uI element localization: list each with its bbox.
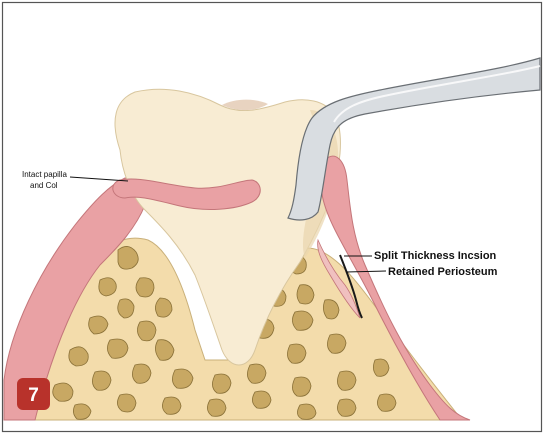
adjacent-tooth <box>222 99 268 111</box>
bone-spot <box>73 403 92 420</box>
bone-spot <box>373 358 390 377</box>
bone-spot <box>337 398 357 417</box>
bone-spot <box>172 368 194 389</box>
bone-spot <box>52 382 74 402</box>
bone-spot <box>327 333 347 354</box>
incision-label: Split Thickness Incsion <box>374 250 497 262</box>
bone-spot <box>337 370 357 391</box>
bone-spot <box>137 320 157 342</box>
bone-spot <box>162 396 182 415</box>
papilla-flap <box>112 178 261 210</box>
bone-spot <box>207 398 227 417</box>
periosteum-leader-line <box>345 270 387 273</box>
right-gingiva <box>320 155 471 421</box>
bone-spot <box>377 393 397 412</box>
figure-number: 7 <box>28 385 39 406</box>
bone-spot <box>117 393 137 413</box>
bone-spot <box>155 339 175 361</box>
bone-spot <box>155 297 173 318</box>
bone-spot <box>132 363 152 384</box>
papilla-leader-line <box>69 176 129 182</box>
periosteum-label: Retained Periosteum <box>388 266 498 278</box>
bone-spot <box>247 363 267 384</box>
bone-spot <box>117 246 139 270</box>
bone-trabeculae <box>52 246 397 420</box>
bone-spot <box>92 370 112 391</box>
bone-spot <box>88 315 109 335</box>
scalpel-instrument <box>287 57 541 221</box>
papilla-label-line1: Intact papilla <box>22 170 67 179</box>
bone-spot <box>252 390 272 409</box>
bone-spot <box>98 277 117 297</box>
bone-spot <box>297 403 317 420</box>
bone-spot <box>296 284 315 305</box>
figure-number-badge <box>17 378 50 410</box>
bone-spot <box>135 277 155 298</box>
bone-spot <box>107 338 129 359</box>
incision-line <box>339 254 363 319</box>
periosteum-layer <box>317 238 361 319</box>
papilla-label-line2: and Col <box>30 181 58 190</box>
bone-spot <box>68 346 89 367</box>
bone-spot <box>212 373 232 394</box>
bone-spot <box>292 376 312 397</box>
bone-spot <box>323 299 340 320</box>
bone-spot <box>292 310 314 331</box>
bone-spot <box>117 298 135 319</box>
scalpel-highlight <box>333 65 541 123</box>
bone-spot <box>287 343 307 364</box>
